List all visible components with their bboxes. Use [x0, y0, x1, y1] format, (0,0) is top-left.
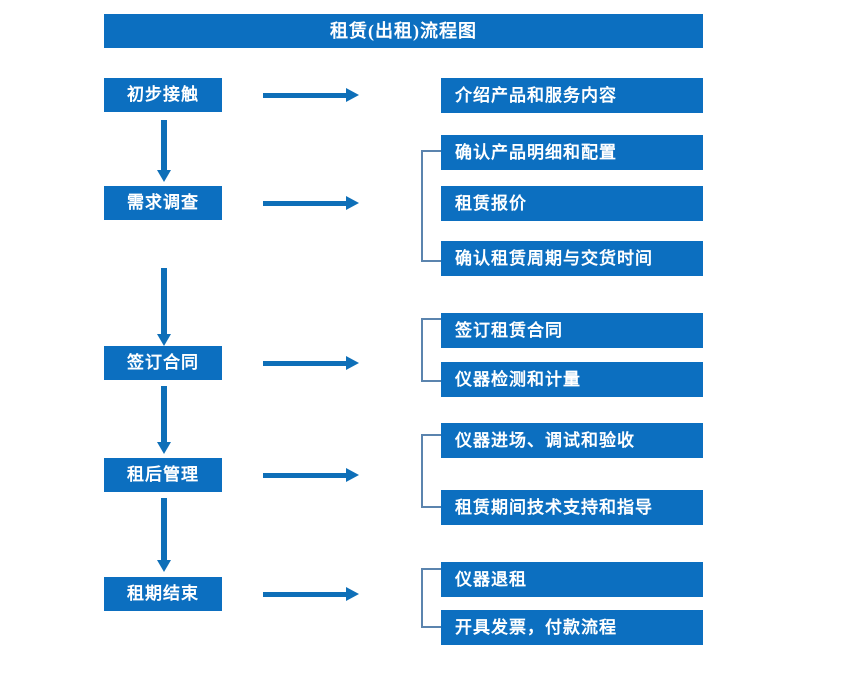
vertical-arrow-1-to-2 [157, 120, 171, 182]
arrow-shaft [161, 268, 167, 334]
arrow-shaft [161, 120, 167, 170]
arrow-shaft [263, 361, 347, 366]
detail-box-1[interactable]: 介绍产品和服务内容 [441, 78, 703, 113]
horizontal-arrow-stage-2 [263, 196, 359, 210]
arrow-head-down-icon [157, 560, 171, 572]
detail-box-10[interactable]: 开具发票，付款流程 [441, 610, 703, 645]
group-bracket-4 [421, 434, 441, 508]
vertical-arrow-4-to-5 [157, 498, 171, 572]
detail-box-8[interactable]: 租赁期间技术支持和指导 [441, 490, 703, 525]
horizontal-arrow-stage-3 [263, 356, 359, 370]
arrow-head-right-icon [346, 88, 359, 102]
stage-box-2[interactable]: 需求调查 [104, 186, 222, 220]
horizontal-arrow-stage-4 [263, 468, 359, 482]
arrow-head-down-icon [157, 334, 171, 346]
vertical-arrow-2-to-3 [157, 268, 171, 346]
detail-box-4[interactable]: 确认租赁周期与交货时间 [441, 241, 703, 276]
detail-box-7[interactable]: 仪器进场、调试和验收 [441, 423, 703, 458]
detail-box-2[interactable]: 确认产品明细和配置 [441, 135, 703, 170]
vertical-arrow-3-to-4 [157, 386, 171, 454]
detail-box-5[interactable]: 签订租赁合同 [441, 313, 703, 348]
detail-box-3[interactable]: 租赁报价 [441, 186, 703, 221]
stage-box-3[interactable]: 签订合同 [104, 346, 222, 380]
arrow-shaft [263, 592, 347, 597]
arrow-head-right-icon [346, 196, 359, 210]
group-bracket-2 [421, 150, 441, 262]
arrow-head-down-icon [157, 170, 171, 182]
arrow-head-down-icon [157, 442, 171, 454]
horizontal-arrow-stage-1 [263, 88, 359, 102]
stage-box-4[interactable]: 租后管理 [104, 458, 222, 492]
arrow-shaft [161, 498, 167, 560]
group-bracket-3 [421, 318, 441, 382]
stage-box-1[interactable]: 初步接触 [104, 78, 222, 112]
arrow-shaft [263, 201, 347, 206]
horizontal-arrow-stage-5 [263, 587, 359, 601]
group-bracket-5 [421, 568, 441, 628]
diagram-title: 租赁(出租)流程图 [104, 14, 703, 48]
stage-box-5[interactable]: 租期结束 [104, 577, 222, 611]
arrow-shaft [263, 473, 347, 478]
arrow-head-right-icon [346, 468, 359, 482]
arrow-head-right-icon [346, 356, 359, 370]
arrow-shaft [161, 386, 167, 442]
arrow-head-right-icon [346, 587, 359, 601]
detail-box-9[interactable]: 仪器退租 [441, 562, 703, 597]
arrow-shaft [263, 93, 347, 98]
detail-box-6[interactable]: 仪器检测和计量 [441, 362, 703, 397]
